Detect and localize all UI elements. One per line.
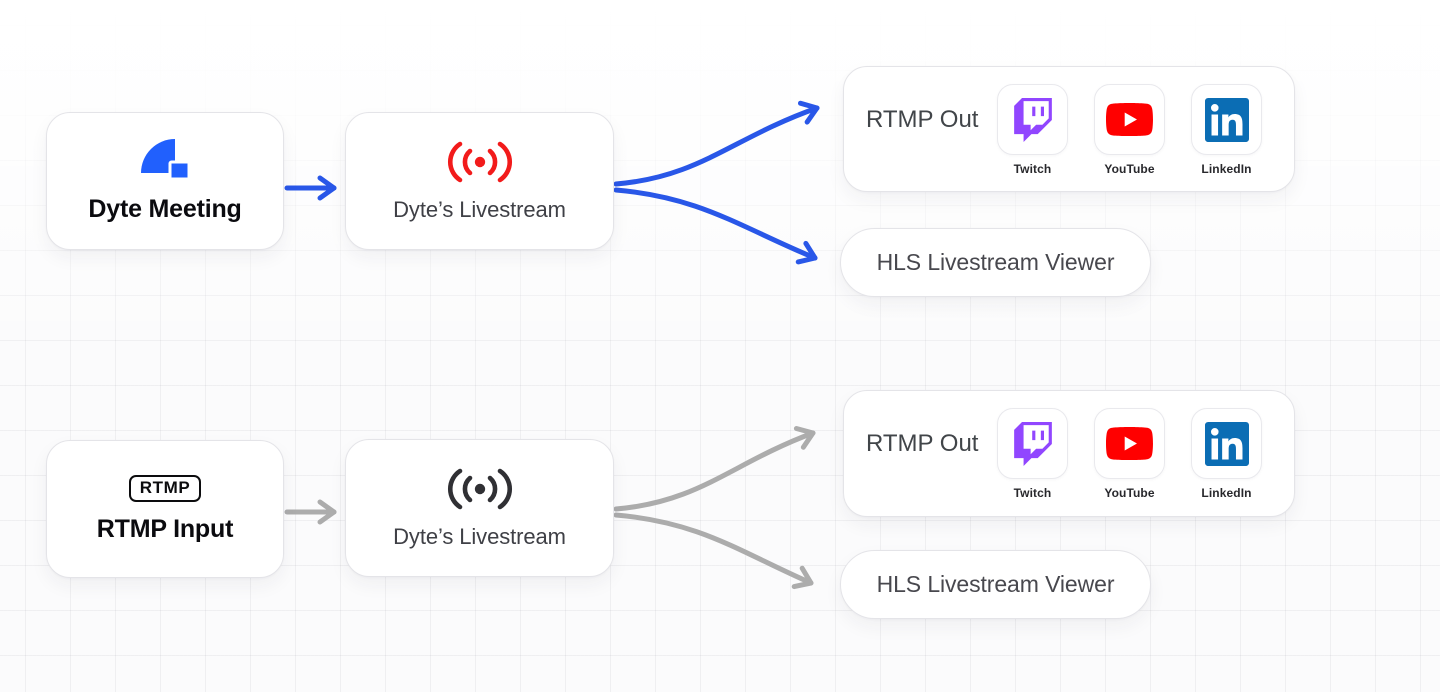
node-hls-viewer-1: HLS Livestream Viewer [840, 228, 1151, 297]
arrow-livestream-to-hls-1 [613, 187, 818, 265]
twitch-card [997, 408, 1068, 479]
youtube-label: YouTube [1104, 486, 1155, 500]
youtube-card [1094, 408, 1165, 479]
arrow-livestream-to-hls-2 [613, 512, 814, 590]
linkedin-label: LinkedIn [1201, 486, 1252, 500]
twitch-icon [1013, 97, 1052, 142]
livestream-label-2: Dyte’s Livestream [393, 523, 566, 549]
twitch-label: Twitch [1013, 486, 1052, 500]
platform-youtube: YouTube [1094, 408, 1165, 500]
platform-linkedin: LinkedIn [1191, 408, 1262, 500]
twitch-icon [1013, 421, 1052, 466]
node-rtmp-out-1: RTMP Out Twitch YouTube [843, 66, 1295, 192]
rtmp-badge-icon: RTMP [128, 474, 202, 502]
youtube-label: YouTube [1104, 162, 1155, 176]
hls-label-1: HLS Livestream Viewer [876, 249, 1115, 275]
node-dyte-livestream-2: Dyte’s Livestream [345, 439, 614, 577]
linkedin-icon [1204, 97, 1249, 142]
node-rtmp-out-2: RTMP Out Twitch YouTube [843, 390, 1295, 517]
youtube-icon [1106, 426, 1153, 461]
node-hls-viewer-2: HLS Livestream Viewer [840, 550, 1151, 619]
node-rtmp-input: RTMP RTMP Input [46, 440, 284, 578]
livestream-label-1: Dyte’s Livestream [393, 196, 566, 222]
linkedin-card [1191, 408, 1262, 479]
broadcast-icon-dark [447, 468, 512, 509]
dyte-logo-icon [141, 139, 190, 180]
linkedin-label: LinkedIn [1201, 162, 1252, 176]
rtmp-out-label-2: RTMP Out [866, 430, 979, 457]
platform-linkedin: LinkedIn [1191, 84, 1262, 176]
broadcast-icon-red [447, 141, 512, 182]
twitch-card [997, 84, 1068, 155]
rtmp-out-label-1: RTMP Out [866, 106, 979, 133]
twitch-label: Twitch [1013, 162, 1052, 176]
linkedin-card [1191, 84, 1262, 155]
platform-youtube: YouTube [1094, 84, 1165, 176]
rtmp-input-label: RTMP Input [96, 514, 234, 543]
linkedin-icon [1204, 421, 1249, 466]
node-dyte-meeting: Dyte Meeting [46, 112, 284, 250]
arrow-livestream-to-rtmpout-1 [613, 100, 820, 187]
platform-twitch: Twitch [997, 84, 1068, 176]
arrow-livestream-to-rtmpout-2 [613, 425, 816, 512]
hls-label-2: HLS Livestream Viewer [876, 571, 1115, 597]
node-dyte-livestream-1: Dyte’s Livestream [345, 112, 614, 250]
youtube-icon [1106, 102, 1153, 137]
dyte-meeting-label: Dyte Meeting [88, 195, 242, 223]
youtube-card [1094, 84, 1165, 155]
platform-twitch: Twitch [997, 408, 1068, 500]
